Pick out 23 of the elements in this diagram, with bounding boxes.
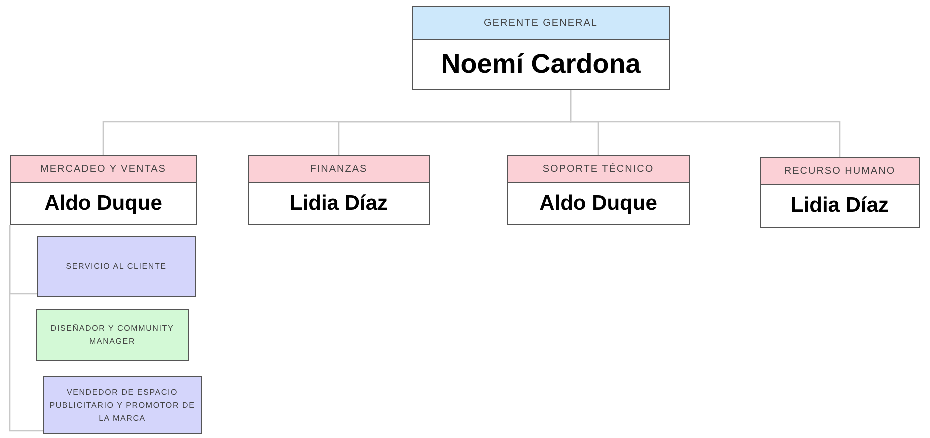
role-box bbox=[37, 236, 196, 297]
role-box bbox=[36, 309, 189, 361]
person-name: Noemí Cardona bbox=[441, 48, 641, 82]
role-title: RECURSO HUMANO bbox=[784, 164, 896, 178]
role-title: MERCADEO Y VENTAS bbox=[40, 162, 166, 176]
person-name: Aldo Duque bbox=[44, 190, 162, 217]
role-title: SERVICIO AL CLIENTE bbox=[66, 261, 167, 273]
connector-line bbox=[9, 225, 43, 432]
role-title: DISEÑADOR Y COMMUNITY MANAGER bbox=[50, 323, 176, 348]
person-name: Lidia Díaz bbox=[790, 193, 890, 220]
org-card bbox=[248, 155, 430, 225]
org-card bbox=[760, 157, 920, 228]
org-card bbox=[507, 155, 690, 225]
role-title: GERENTE GENERAL bbox=[484, 16, 598, 30]
connector-line bbox=[570, 90, 841, 157]
role-box bbox=[43, 376, 202, 434]
role-title: SOPORTE TÉCNICO bbox=[542, 162, 654, 176]
role-title: VENDEDOR DE ESPACIO PUBLICITARIO Y PROMOTOR DE LA MARCA bbox=[48, 386, 196, 424]
role-title: FINANZAS bbox=[310, 162, 368, 176]
person-name: Aldo Duque bbox=[540, 190, 658, 217]
org-card bbox=[10, 155, 197, 225]
org-card bbox=[412, 6, 670, 90]
person-name: Lidia Díaz bbox=[290, 190, 388, 217]
